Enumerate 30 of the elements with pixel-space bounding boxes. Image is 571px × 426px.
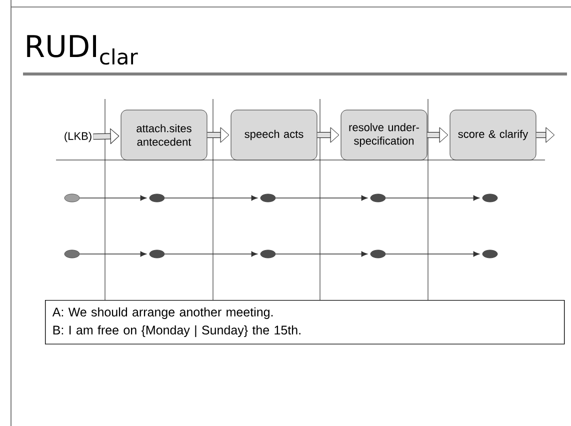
arrow [79, 195, 146, 201]
state-dot [149, 250, 165, 258]
state-dot [149, 194, 165, 202]
state-dot [64, 194, 80, 202]
arrow [385, 195, 480, 201]
state-dot [370, 194, 386, 202]
state-dot [370, 250, 386, 258]
block-arrow [93, 128, 120, 144]
arrow [79, 251, 146, 257]
block-arrow [207, 127, 230, 143]
arrow [275, 195, 368, 201]
process-box: attach.sites antecedent [120, 110, 208, 160]
block-arrow [317, 127, 340, 143]
block-arrow [427, 127, 448, 143]
arrow [164, 251, 258, 257]
dialogue-box: A: We should arrange another meeting. B: I am free on {Monday | Sunday} the 15th. [45, 300, 565, 344]
block-arrow [536, 127, 555, 143]
arrow [385, 251, 480, 257]
state-dot [482, 194, 498, 202]
source-label: (LKB) [64, 132, 92, 142]
slide-title: RUDI$_{clar}$ [27, 35, 138, 65]
state-dot [482, 250, 498, 258]
arrow [164, 195, 258, 201]
state-dot [260, 194, 276, 202]
arrow [275, 251, 368, 257]
state-dot [260, 250, 276, 258]
state-dot [64, 250, 80, 258]
process-box: speech acts [230, 110, 318, 160]
process-box: resolve under-specification [340, 110, 428, 160]
process-box: score & clarify [450, 110, 536, 160]
